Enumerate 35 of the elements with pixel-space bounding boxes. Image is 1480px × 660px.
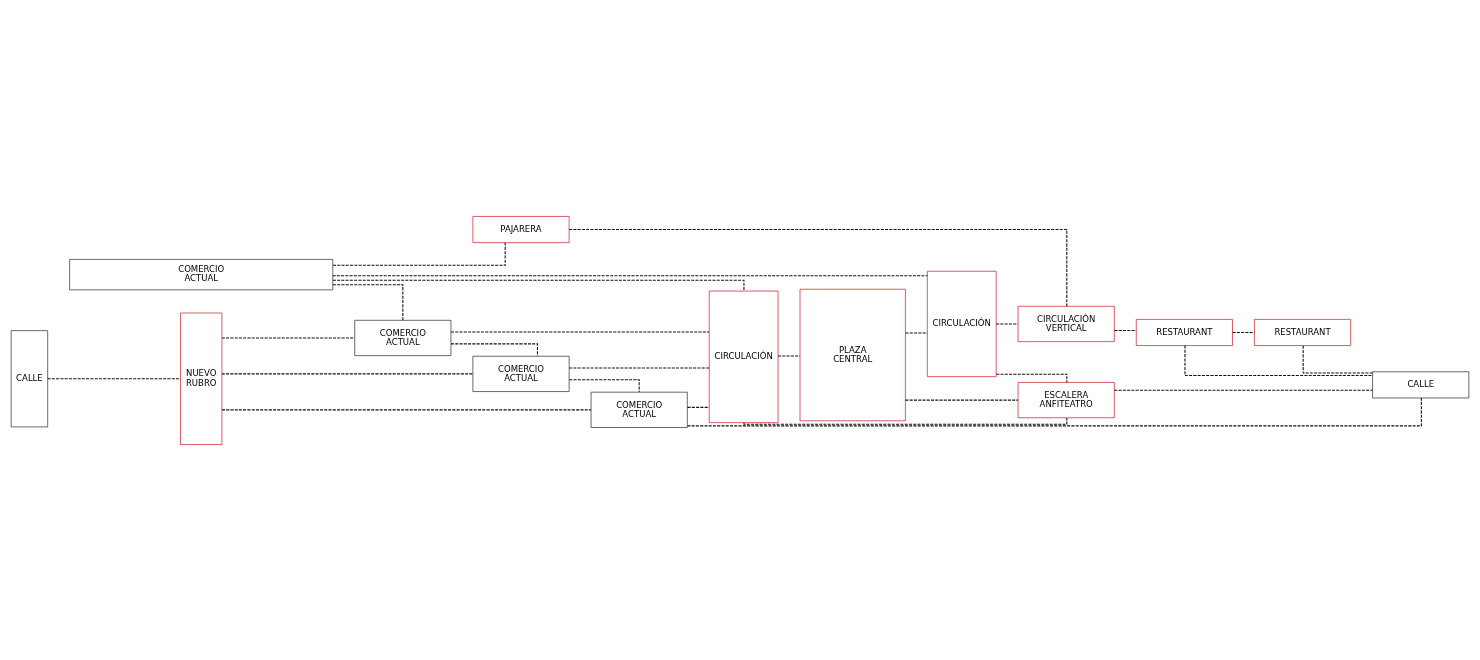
connector xyxy=(332,279,745,291)
connector xyxy=(450,342,538,357)
connector xyxy=(332,241,506,266)
node-box: COMERCIO ACTUAL xyxy=(354,319,452,356)
node-box: CIRCULACIÓN VERTICAL xyxy=(1017,305,1115,342)
connector xyxy=(221,408,592,410)
node-box: CALLE xyxy=(10,329,49,427)
node-box: ESCALERA ANFITEATRO xyxy=(1017,381,1115,418)
node-box: NUEVO RUBRO xyxy=(180,312,223,445)
node-box: CALLE xyxy=(1372,370,1470,398)
node-box: PAJARERA xyxy=(472,215,570,243)
connector xyxy=(995,373,1068,383)
node-box: PLAZA CENTRAL xyxy=(799,288,906,421)
connector xyxy=(904,399,1019,401)
connector xyxy=(1232,331,1255,333)
connector xyxy=(568,378,640,393)
node-box: RESTAURANT xyxy=(1135,318,1233,346)
connector xyxy=(686,406,710,408)
connector xyxy=(1184,344,1373,376)
connector xyxy=(47,377,181,379)
node-box: CIRCULACIÓN xyxy=(926,270,997,377)
connector xyxy=(743,416,1068,425)
node-box: RESTAURANT xyxy=(1254,318,1352,346)
connector xyxy=(1302,344,1374,374)
connector xyxy=(568,228,1068,307)
connector xyxy=(1113,329,1137,331)
connector xyxy=(332,274,928,276)
node-box: COMERCIO ACTUAL xyxy=(472,355,570,392)
node-box: COMERCIO ACTUAL xyxy=(69,258,334,290)
connector xyxy=(221,372,474,374)
connector xyxy=(332,283,404,321)
node-box: CIRCULACIÓN xyxy=(708,290,779,423)
node-box: COMERCIO ACTUAL xyxy=(590,391,688,428)
connector xyxy=(1113,389,1373,391)
connector xyxy=(686,397,1422,426)
